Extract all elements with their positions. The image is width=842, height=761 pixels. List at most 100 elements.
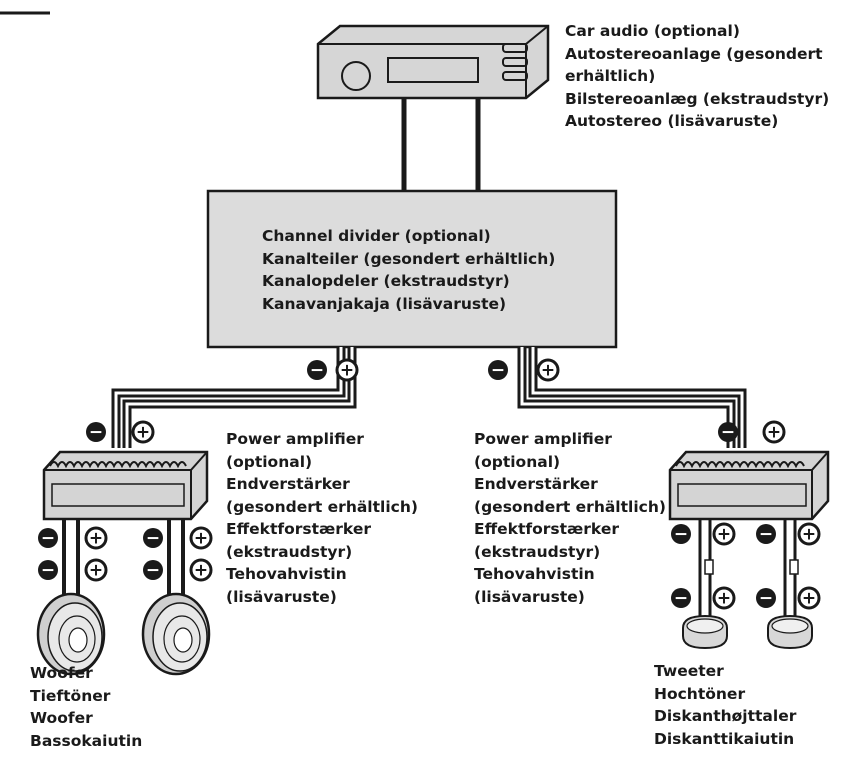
label-line: (ekstraudstyr) xyxy=(226,542,353,561)
label-line: (lisävaruste) xyxy=(474,587,585,606)
label-line: Woofer xyxy=(30,709,93,727)
label-line: (lisävaruste) xyxy=(226,587,337,606)
plus-sign: + xyxy=(89,561,103,581)
positive-terminal-icon: + xyxy=(712,522,736,546)
plus-sign: + xyxy=(194,561,208,581)
minus-sign: − xyxy=(759,525,773,545)
positive-terminal-icon: + xyxy=(84,558,108,582)
negative-terminal-icon: − xyxy=(143,528,163,549)
positive-terminal-icon: + xyxy=(189,558,213,582)
minus-sign: − xyxy=(721,423,735,443)
plus-sign: + xyxy=(802,525,816,545)
negative-terminal-icon: − xyxy=(86,422,106,443)
plus-sign: + xyxy=(717,525,731,545)
positive-terminal-icon: + xyxy=(797,522,821,546)
display-icon xyxy=(387,57,479,83)
label-line: Kanalteiler (gesondert erhältlich) xyxy=(262,249,556,268)
minus-sign: − xyxy=(310,361,324,381)
tweeter-speaker xyxy=(682,614,728,650)
minus-sign: − xyxy=(674,525,688,545)
minus-sign: − xyxy=(41,529,55,549)
label-line: erhältlich) xyxy=(565,67,656,85)
channel-divider-label: Channel divider (optional) Kanalteiler (… xyxy=(262,225,555,315)
label-line: (gesondert erhältlich) xyxy=(474,497,666,516)
label-line: Tieftöner xyxy=(30,686,111,705)
negative-terminal-icon: − xyxy=(718,422,738,443)
label-line: Autostereo (lisävaruste) xyxy=(565,112,779,130)
capacitor-icon xyxy=(789,559,799,575)
woofer-label: Woofer Tieftöner Woofer Bassokaiutin xyxy=(30,662,142,752)
positive-terminal-icon: + xyxy=(797,586,821,610)
minus-sign: − xyxy=(41,561,55,581)
positive-terminal-icon: + xyxy=(84,526,108,550)
positive-terminal-icon: + xyxy=(762,420,786,444)
negative-terminal-icon: − xyxy=(38,560,58,581)
car-audio-unit xyxy=(316,24,550,100)
woofer-speaker xyxy=(36,592,106,676)
label-line: Bassokaiutin xyxy=(30,731,143,750)
plus-sign: + xyxy=(136,423,150,443)
plus-sign: + xyxy=(89,529,103,549)
label-line: Hochtöner xyxy=(654,684,746,703)
label-line: Diskanttikaiutin xyxy=(654,729,795,748)
tweeter-label: Tweeter Hochtöner Diskanthøjttaler Diska… xyxy=(654,660,796,750)
label-line: Car audio (optional) xyxy=(565,22,740,40)
label-line: Woofer xyxy=(30,664,93,682)
minus-sign: − xyxy=(146,561,160,581)
label-line: Endverstärker xyxy=(474,475,598,493)
positive-terminal-icon: + xyxy=(131,420,155,444)
positive-terminal-icon: + xyxy=(335,358,359,382)
negative-terminal-icon: − xyxy=(38,528,58,549)
plus-sign: + xyxy=(802,589,816,609)
label-line: Tweeter xyxy=(654,662,724,680)
plus-sign: + xyxy=(194,529,208,549)
tweeter-speaker xyxy=(767,614,813,650)
label-line: (optional) xyxy=(226,452,313,471)
minus-sign: − xyxy=(146,529,160,549)
power-amplifier-left-label: Power amplifier (optional) Endverstärker… xyxy=(226,428,418,608)
positive-terminal-icon: + xyxy=(189,526,213,550)
label-line: (gesondert erhältlich) xyxy=(226,497,418,516)
label-line: Power amplifier xyxy=(474,430,612,448)
label-line: (ekstraudstyr) xyxy=(474,542,601,561)
label-line: Power amplifier xyxy=(226,430,364,448)
power-amplifier-right-label: Power amplifier (optional) Endverstärker… xyxy=(474,428,666,608)
label-line: Tehovahvistin xyxy=(474,565,595,583)
label-line: Effektforstærker xyxy=(474,520,619,538)
negative-terminal-icon: − xyxy=(671,588,691,609)
negative-terminal-icon: − xyxy=(756,524,776,545)
minus-sign: − xyxy=(491,361,505,381)
label-line: Diskanthøjttaler xyxy=(654,707,797,725)
power-amplifier-left xyxy=(42,450,209,521)
label-line: Kanalopdeler (ekstraudstyr) xyxy=(262,272,510,290)
label-line: Kanavanjakaja (lisävaruste) xyxy=(262,294,507,313)
negative-terminal-icon: − xyxy=(488,360,508,381)
positive-terminal-icon: + xyxy=(536,358,560,382)
negative-terminal-icon: − xyxy=(756,588,776,609)
plus-sign: + xyxy=(767,423,781,443)
label-line: Effektforstærker xyxy=(226,520,371,538)
label-line: Autostereoanlage (gesondert xyxy=(565,44,823,63)
label-line: Tehovahvistin xyxy=(226,565,347,583)
volume-knob-icon xyxy=(341,61,371,91)
label-line: Bilstereoanlæg (ekstraudstyr) xyxy=(565,89,830,108)
minus-sign: − xyxy=(674,589,688,609)
plus-sign: + xyxy=(717,589,731,609)
capacitor-icon xyxy=(704,559,714,575)
minus-sign: − xyxy=(759,589,773,609)
minus-sign: − xyxy=(89,423,103,443)
woofer-speaker xyxy=(141,592,211,676)
negative-terminal-icon: − xyxy=(307,360,327,381)
label-line: (optional) xyxy=(474,452,561,471)
negative-terminal-icon: − xyxy=(143,560,163,581)
channel-divider-box xyxy=(206,189,618,349)
label-line: Channel divider (optional) xyxy=(262,227,491,245)
power-amplifier-right xyxy=(668,450,830,521)
plus-sign: + xyxy=(541,361,555,381)
label-line: Endverstärker xyxy=(226,475,350,493)
negative-terminal-icon: − xyxy=(671,524,691,545)
plus-sign: + xyxy=(340,361,354,381)
car-audio-label: Car audio (optional) Autostereoanlage (g… xyxy=(565,20,829,133)
positive-terminal-icon: + xyxy=(712,586,736,610)
